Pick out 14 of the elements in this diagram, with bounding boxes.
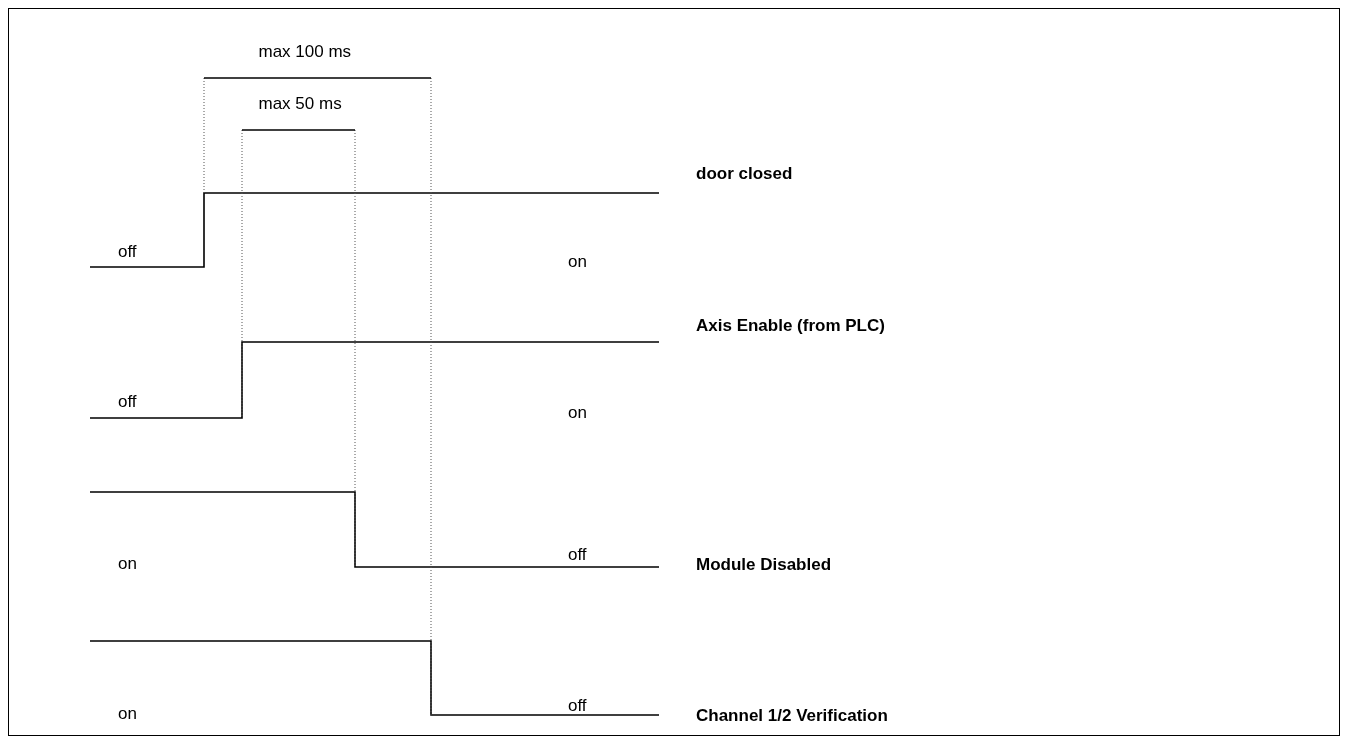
state-label: on bbox=[568, 252, 587, 272]
state-label: on bbox=[118, 704, 137, 724]
signal-name: Channel 1/2 Verification bbox=[696, 706, 888, 726]
state-label: off bbox=[568, 696, 587, 716]
timing-label: max 100 ms bbox=[258, 42, 352, 62]
timing-label: max 50 ms bbox=[258, 94, 342, 114]
signal-name: door closed bbox=[696, 164, 793, 184]
signal-name: Axis Enable (from PLC) bbox=[696, 316, 885, 336]
state-label: off bbox=[118, 392, 137, 412]
state-label: off bbox=[118, 242, 137, 262]
signal-name: Module Disabled bbox=[696, 555, 832, 575]
state-label: on bbox=[118, 554, 137, 574]
state-label: on bbox=[568, 403, 587, 423]
state-label: off bbox=[568, 545, 587, 565]
